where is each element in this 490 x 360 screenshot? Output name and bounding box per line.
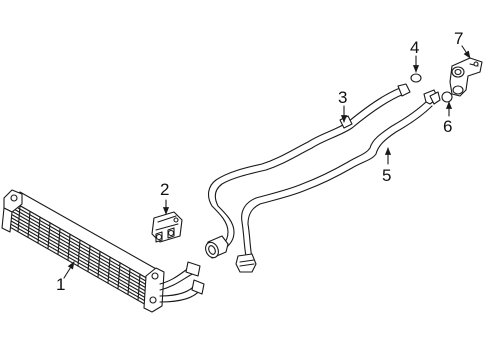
seal-ring-4 [410,73,422,83]
oil-cooler [1,189,205,313]
seal-ring-6 [441,91,453,103]
leader-1 [63,261,75,279]
part-label-3: 3 [338,88,347,107]
leader-arrows [63,45,471,279]
bracket [151,211,183,243]
cooler-tube [9,202,151,284]
part-label-1: 1 [56,275,65,294]
cooler-tube [8,212,150,294]
part-label-4: 4 [410,38,419,57]
cooler-tube [8,209,150,291]
leader-7 [461,45,471,59]
connector-housing [449,57,483,97]
part-label-2: 2 [160,180,169,199]
lower-oil-line [235,89,441,273]
cooler-tube [7,222,149,304]
part-labels: 1 2 3 4 5 6 7 [56,29,463,294]
part-label-5: 5 [382,166,391,185]
cooler-tube [7,218,150,301]
cooler-tube [8,215,150,297]
cooler-tube [8,205,151,288]
part-label-6: 6 [443,117,452,136]
part-label-7: 7 [454,29,463,48]
upper-oil-line [205,83,411,259]
